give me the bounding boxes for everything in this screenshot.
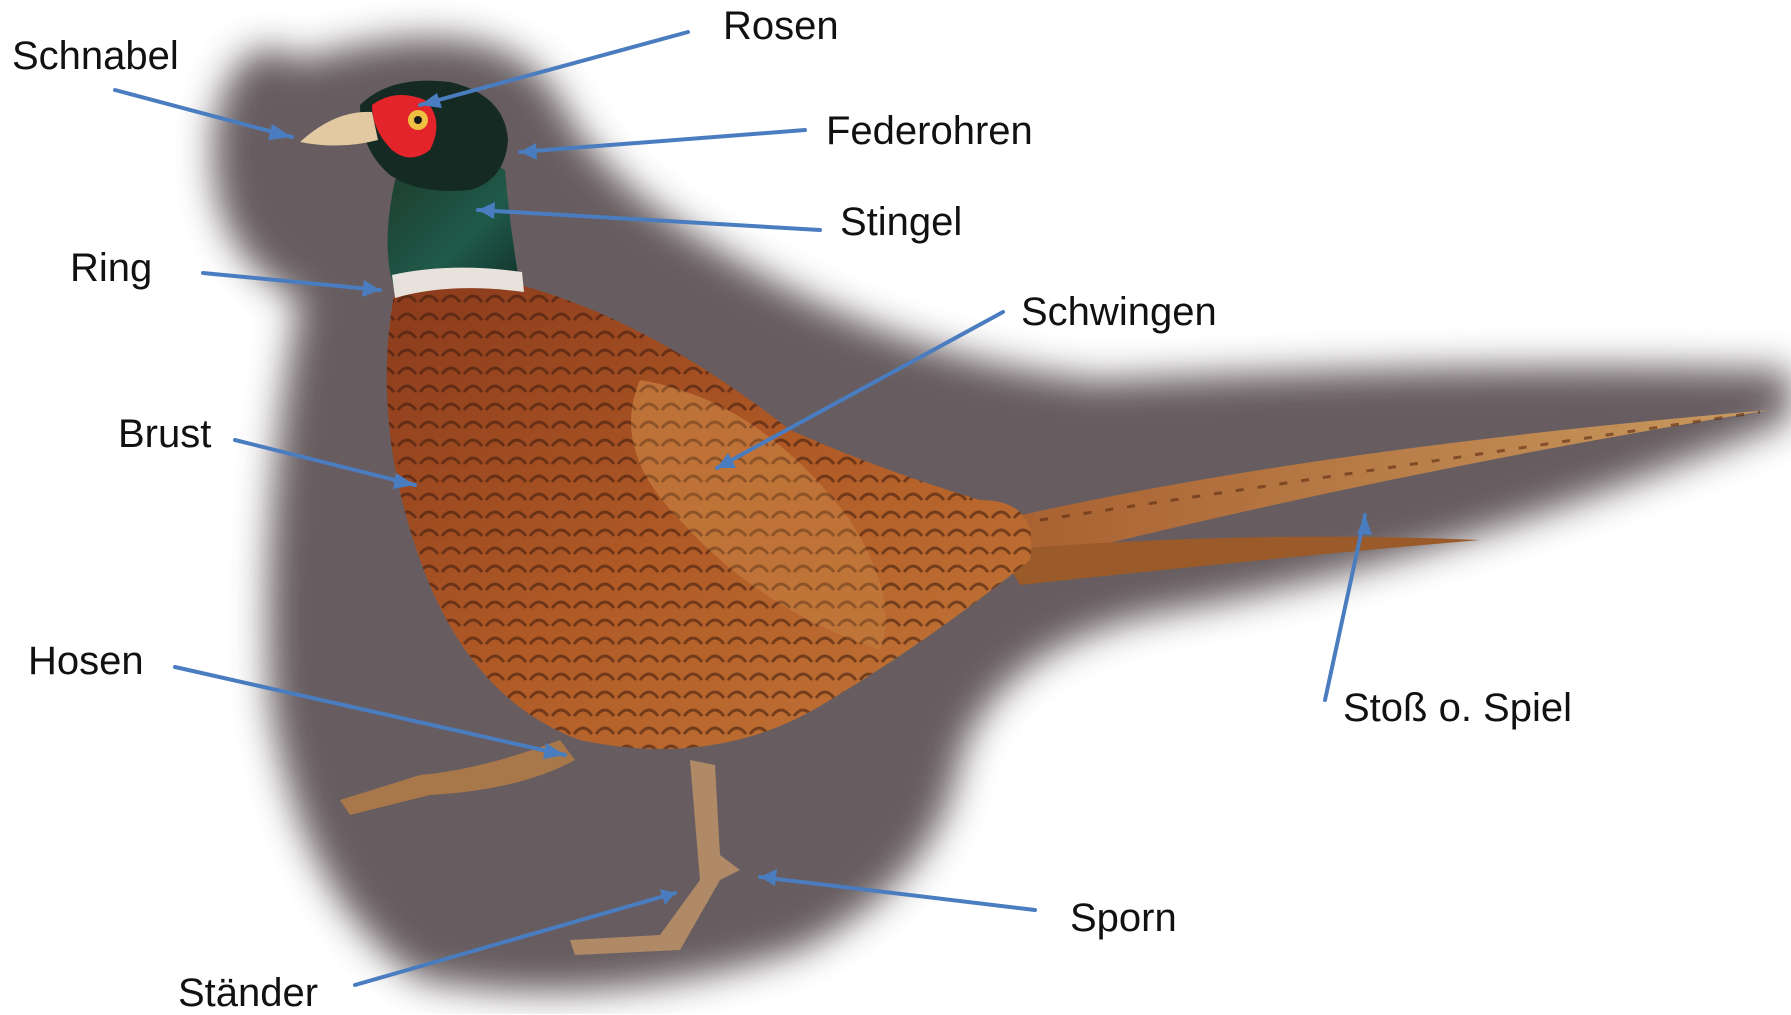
label-rosen: Rosen — [723, 6, 839, 46]
label-ring: Ring — [70, 248, 152, 288]
label-federohren: Federohren — [826, 111, 1033, 151]
label-schnabel: Schnabel — [12, 36, 179, 76]
label-staender: Ständer — [178, 973, 318, 1013]
label-schwingen: Schwingen — [1021, 292, 1217, 332]
label-stingel: Stingel — [840, 202, 962, 242]
label-sporn: Sporn — [1070, 898, 1177, 938]
label-brust: Brust — [118, 414, 211, 454]
label-stoss: Stoß o. Spiel — [1343, 688, 1572, 728]
label-hosen: Hosen — [28, 641, 144, 681]
